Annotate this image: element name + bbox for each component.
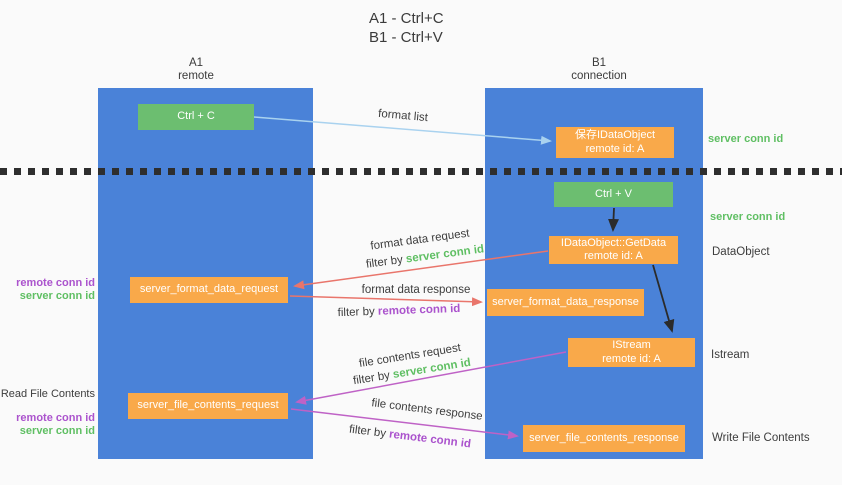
title-b1: B1 - Ctrl+V [369, 29, 443, 46]
format-response-label: server_format_data_response [492, 295, 639, 308]
filter-by-text-1: filter by [365, 253, 404, 271]
phase-separator-dotted-line [0, 168, 842, 175]
annotation-write-file-contents: Write File Contents [712, 432, 810, 444]
node-idataobject-getdata: IDataObject::GetData remote id: A [549, 236, 678, 264]
format-request-label: server_format_data_request [139, 283, 279, 296]
save-idataobject-line2: remote id: A [585, 142, 645, 155]
getdata-line2: remote id: A [584, 250, 643, 262]
column-b1-role: connection [571, 70, 627, 82]
ctrl-c-label: Ctrl + C [177, 110, 215, 123]
node-server-file-contents-request: server_file_contents_request [128, 393, 288, 419]
annotation-server-conn-id-top: server conn id [708, 133, 784, 145]
node-server-file-contents-response: server_file_contents_response [523, 425, 685, 452]
arrow-label-format-data-response: format data response [361, 284, 471, 296]
arrow-label-format-list: format list [377, 107, 429, 125]
remote-conn-id-key-2: remote conn id [388, 428, 472, 451]
server-conn-id-key-1: server conn id [405, 243, 485, 266]
column-b1-name: B1 [591, 57, 607, 69]
annotation-server-conn-id-2: server conn id [19, 424, 95, 437]
annotation-remote-conn-id-2: remote conn id [16, 412, 95, 424]
remote-conn-id-key-1: remote conn id [377, 302, 461, 318]
column-a1-role: remote [178, 70, 214, 82]
ctrl-v-label: Ctrl + V [595, 187, 632, 200]
arrow-label-filter-by-remote-1: filter by remote conn id [337, 303, 460, 319]
istream-line2: remote id: A [602, 352, 661, 365]
node-ctrl-v: Ctrl + V [554, 182, 673, 207]
arrow-label-filter-by-remote-2: filter by remote conn id [348, 424, 471, 451]
annotation-dataobject: DataObject [712, 246, 770, 258]
annotation-read-file-contents: Read File Contents [0, 388, 95, 400]
file-request-label: server_file_contents_request [137, 399, 279, 412]
node-server-format-data-request: server_format_data_request [130, 277, 288, 303]
file-response-label: server_file_contents_response [529, 431, 679, 444]
annotation-format-conn-ids: remote conn id server conn id [0, 277, 95, 302]
save-idataobject-line1: 保存IDataObject [574, 129, 656, 141]
node-ctrl-c: Ctrl + C [138, 104, 254, 130]
istream-line1: IStream [612, 339, 651, 351]
getdata-line1: IDataObject::GetData [560, 236, 667, 249]
filter-by-text-2: filter by [337, 305, 375, 320]
annotation-file-conn-ids: remote conn id server conn id [0, 412, 95, 437]
arrow-format-data-response [289, 295, 483, 307]
column-header-b1: B1 connection [539, 57, 659, 83]
diagram-title: A1 - Ctrl+C B1 - Ctrl+V [369, 9, 444, 47]
annotation-server-conn-id-1: server conn id [19, 289, 95, 302]
column-header-a1: A1 remote [136, 57, 256, 83]
annotation-remote-conn-id-1: remote conn id [16, 277, 95, 289]
node-server-format-data-response: server_format_data_response [487, 289, 644, 316]
title-a1: A1 - Ctrl+C [369, 10, 444, 27]
filter-by-text-4: filter by [348, 423, 387, 440]
annotation-server-conn-id-mid: server conn id [710, 211, 786, 223]
arrow-label-file-contents-response: file contents response [370, 397, 484, 423]
node-save-idataobject: 保存IDataObject remote id: A [556, 127, 674, 158]
node-istream: IStream remote id: A [568, 338, 695, 367]
filter-by-text-3: filter by [352, 369, 391, 388]
annotation-istream: Istream [711, 349, 750, 361]
column-a1-name: A1 [188, 57, 204, 69]
